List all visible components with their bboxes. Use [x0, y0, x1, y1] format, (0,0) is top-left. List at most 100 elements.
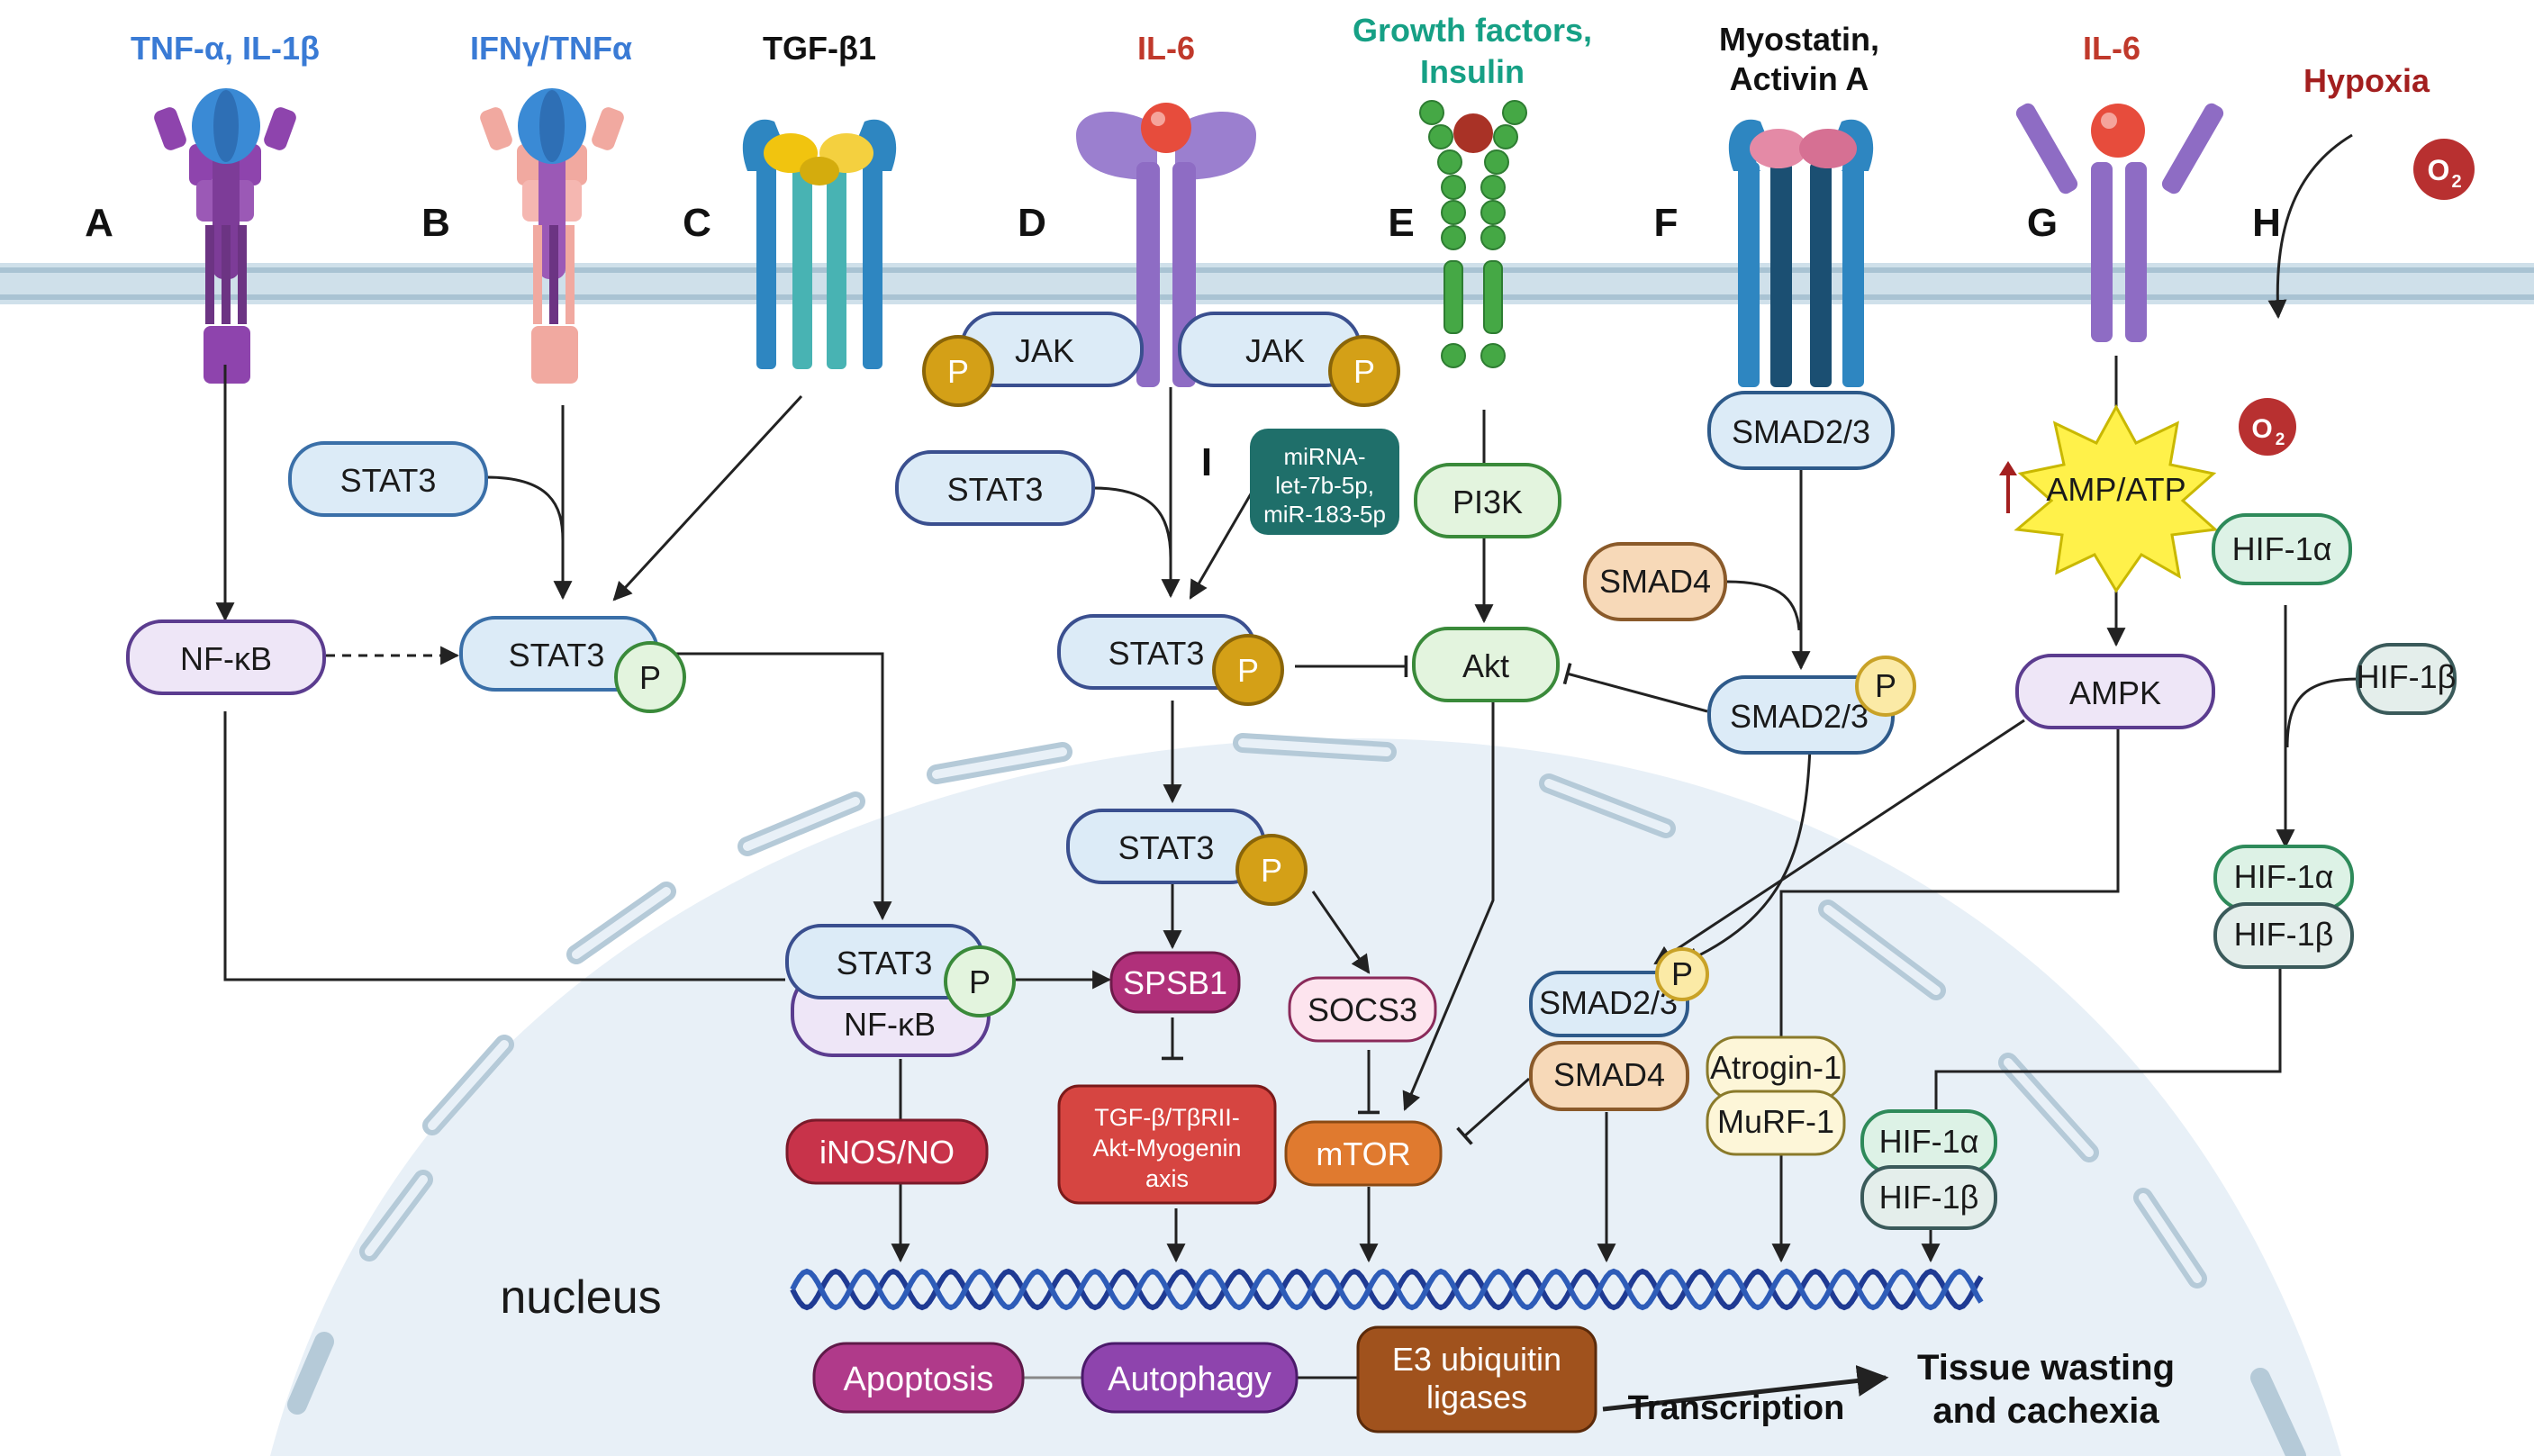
- svg-text:ligases: ligases: [1426, 1379, 1527, 1415]
- header-e-line1: Growth factors,: [1353, 12, 1592, 49]
- nfkb-node-a: NF-κB: [126, 619, 326, 695]
- up-arrow-icon: [1999, 461, 2017, 513]
- header-d: IL-6: [1137, 30, 1195, 67]
- svg-text:TGF-β/TβRII-: TGF-β/TβRII-: [1094, 1104, 1240, 1131]
- outcome-wasting-line2: and cachexia: [1932, 1391, 2159, 1431]
- svg-text:SMAD2/3: SMAD2/3: [1539, 984, 1678, 1021]
- tgf-receptor-icon: [742, 119, 897, 369]
- svg-text:HIF-1α: HIF-1α: [2232, 530, 2332, 567]
- panel-letter-e: E: [1388, 201, 1414, 245]
- svg-text:SMAD4: SMAD4: [1553, 1056, 1665, 1093]
- svg-text:P: P: [1353, 353, 1375, 390]
- transcription-arrow: [1602, 1365, 1889, 1412]
- nucleus-label: nucleus: [500, 1271, 661, 1324]
- smad4-node-f: SMAD4: [1583, 542, 1727, 621]
- mirna-node: miRNA- let-7b-5p, miR-183-5p: [1250, 429, 1399, 535]
- svg-text:O: O: [2251, 414, 2272, 444]
- hif-dimer-node-cyto: HIF-1α HIF-1β: [2213, 845, 2354, 969]
- activin-receptor-icon: [1728, 119, 1874, 387]
- svg-text:MuRF-1: MuRF-1: [1717, 1103, 1834, 1140]
- smad23-phospho-node-f: SMAD2/3 P: [1707, 656, 1916, 755]
- pathway-arrows: [215, 133, 2360, 1379]
- svg-text:P: P: [1875, 667, 1896, 704]
- svg-text:miRNA-: miRNA-: [1284, 443, 1366, 470]
- stat3-phospho-node-d2: STAT3 P: [1066, 809, 1308, 906]
- jak-node-left: JAK P: [922, 312, 1144, 407]
- header-e-line2: Insulin: [1420, 53, 1525, 90]
- o2-inner-icon: O 2: [2239, 398, 2296, 456]
- svg-text:SMAD4: SMAD4: [1599, 563, 1711, 600]
- ifn-receptor-icon: [480, 88, 624, 384]
- mtor-node: mTOR: [1284, 1120, 1443, 1187]
- panel-letter-a: A: [85, 201, 113, 245]
- header-a: TNF-α, IL-1β: [131, 30, 320, 67]
- svg-text:mTOR: mTOR: [1316, 1135, 1410, 1172]
- inos-node: iNOS/NO: [785, 1118, 989, 1185]
- svg-text:2: 2: [2276, 430, 2285, 449]
- svg-text:STAT3: STAT3: [837, 945, 933, 981]
- svg-text:AMP/ATP: AMP/ATP: [2046, 471, 2186, 508]
- ampk-node: AMPK: [2015, 654, 2215, 729]
- svg-text:HIF-1β: HIF-1β: [2357, 658, 2457, 695]
- stat3-nfkb-complex: NF-κB STAT3 P: [785, 924, 1016, 1057]
- svg-text:HIF-1β: HIF-1β: [2234, 916, 2334, 953]
- svg-text:STAT3: STAT3: [947, 471, 1044, 508]
- panel-letter-g: G: [2027, 201, 2058, 245]
- svg-text:Atrogin-1: Atrogin-1: [1710, 1049, 1842, 1086]
- pi3k-node: PI3K: [1414, 463, 1561, 538]
- header-h: Hypoxia: [2303, 62, 2430, 99]
- apoptosis-box: Apoptosis: [812, 1342, 1025, 1414]
- hif1b-node-1: HIF-1β: [2356, 643, 2457, 715]
- svg-text:Akt-Myogenin: Akt-Myogenin: [1092, 1135, 1241, 1162]
- svg-text:E3 ubiquitin: E3 ubiquitin: [1392, 1341, 1561, 1378]
- header-b: IFNγ/TNFα: [470, 30, 632, 67]
- header-f-line2: Activin A: [1730, 60, 1869, 97]
- svg-text:iNOS/NO: iNOS/NO: [819, 1134, 955, 1171]
- amp-atp-burst: AMP/ATP: [2014, 403, 2219, 593]
- svg-text:P: P: [947, 353, 969, 390]
- svg-text:NF-κB: NF-κB: [844, 1006, 936, 1043]
- stat3-node-b: STAT3: [288, 441, 488, 517]
- svg-text:Autophagy: Autophagy: [1108, 1361, 1272, 1398]
- svg-text:PI3K: PI3K: [1453, 484, 1523, 520]
- autophagy-box: Autophagy: [1081, 1342, 1299, 1414]
- panel-letter-d: D: [1018, 201, 1046, 245]
- svg-text:SMAD2/3: SMAD2/3: [1732, 413, 1870, 450]
- svg-text:axis: axis: [1145, 1165, 1189, 1192]
- dna-helix-icon: [790, 1268, 1984, 1311]
- stat3-phospho-node-d: STAT3 P: [1057, 614, 1284, 706]
- svg-text:STAT3: STAT3: [340, 462, 437, 499]
- svg-text:P: P: [1671, 955, 1693, 992]
- jak-node-right: JAK P: [1178, 312, 1400, 407]
- il6-receptor-g-icon: [2015, 103, 2224, 342]
- stat3-node-d: STAT3: [895, 450, 1095, 526]
- svg-text:STAT3: STAT3: [1109, 635, 1205, 672]
- stat3-phospho-node-b: STAT3 P: [459, 616, 686, 713]
- svg-text:SPSB1: SPSB1: [1123, 964, 1227, 1001]
- panel-letter-f: F: [1654, 201, 1679, 245]
- svg-text:miR-183-5p: miR-183-5p: [1263, 501, 1386, 528]
- svg-text:HIF-1α: HIF-1α: [1879, 1123, 1979, 1160]
- svg-text:HIF-1α: HIF-1α: [2234, 858, 2334, 895]
- svg-text:SOCS3: SOCS3: [1308, 991, 1417, 1028]
- hif-dimer-node-nucleus: HIF-1α HIF-1β: [1860, 1109, 1997, 1230]
- svg-text:2: 2: [2451, 172, 2461, 192]
- akt-node: Akt: [1412, 627, 1560, 702]
- svg-text:HIF-1β: HIF-1β: [1879, 1179, 1979, 1216]
- header-g: IL-6: [2083, 30, 2140, 67]
- header-f-line1: Myostatin,: [1719, 21, 1879, 58]
- rtk-receptor-icon: [1419, 100, 1527, 368]
- svg-text:P: P: [969, 963, 991, 1000]
- atrogin-murf-node: Atrogin-1 MuRF-1: [1706, 1035, 1846, 1156]
- spsb1-node: SPSB1: [1109, 951, 1241, 1014]
- svg-text:JAK: JAK: [1245, 332, 1305, 369]
- svg-text:JAK: JAK: [1015, 332, 1074, 369]
- panel-letter-b: B: [421, 201, 450, 245]
- panel-letter-i: I: [1201, 440, 1212, 484]
- svg-text:O: O: [2428, 154, 2450, 186]
- svg-text:let-7b-5p,: let-7b-5p,: [1275, 472, 1374, 499]
- svg-text:SMAD2/3: SMAD2/3: [1730, 698, 1869, 735]
- o2-outer-icon: O 2: [2413, 139, 2475, 200]
- tgf-axis-node: TGF-β/TβRII- Akt-Myogenin axis: [1057, 1084, 1277, 1205]
- svg-text:NF-κB: NF-κB: [180, 640, 272, 677]
